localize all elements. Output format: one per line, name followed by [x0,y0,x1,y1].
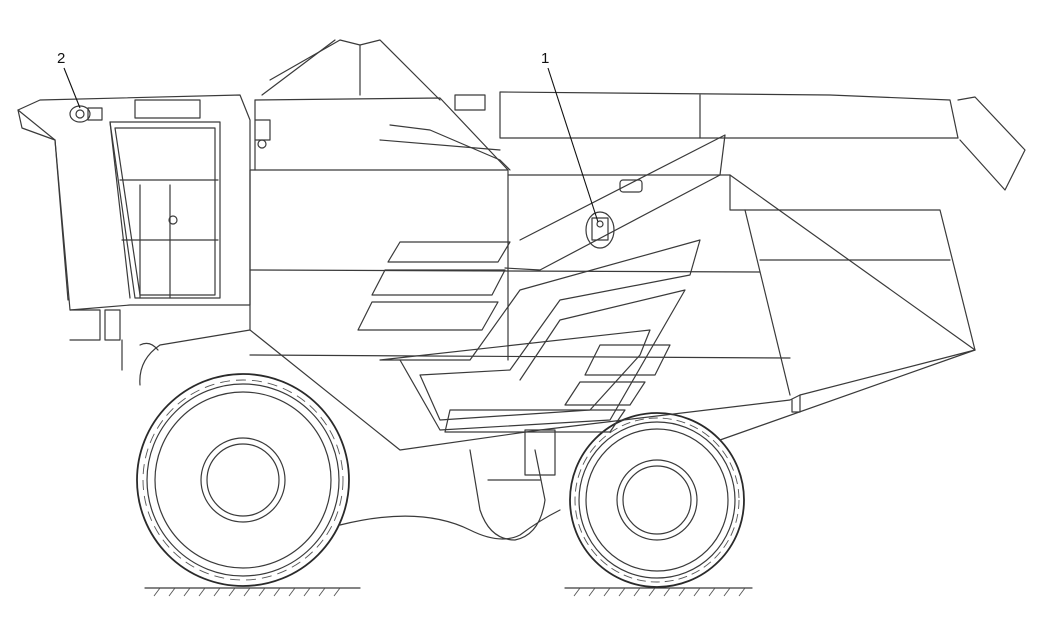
grain-tank [254,39,511,171]
side-panel-lamp [585,211,615,249]
cab-roof-lamp [69,105,103,123]
side-graphics [357,134,726,433]
front-wheel [136,373,350,587]
svg-text:2: 2 [57,50,65,67]
chassis-lower [139,329,561,541]
main-body [249,169,976,451]
rear-wheel [569,412,745,588]
ground-lines [144,587,753,597]
callout-1: 1 [541,50,599,223]
unloading-auger [454,91,1026,191]
callout-2: 2 [57,50,81,109]
misc-details [254,119,643,193]
cab [17,94,251,371]
svg-text:1: 1 [541,50,549,67]
